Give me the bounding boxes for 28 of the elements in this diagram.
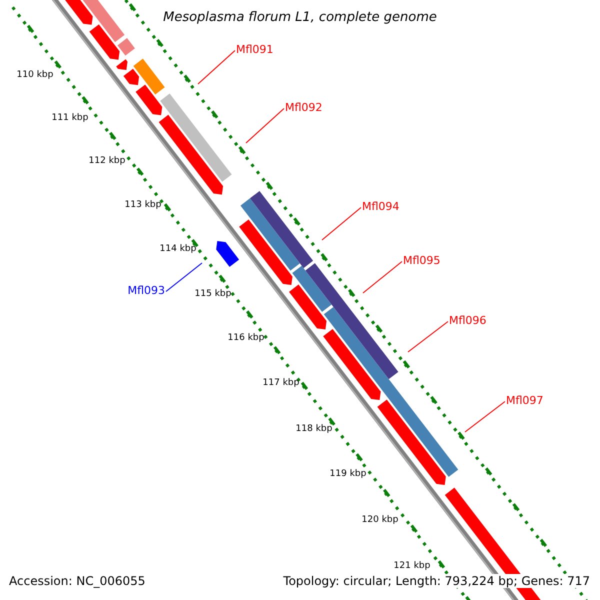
tick-label: 110 kbp <box>16 70 54 80</box>
gene-label: Mfl094 <box>362 200 400 213</box>
gene-label: Mfl095 <box>403 254 440 267</box>
leader-line <box>322 207 362 240</box>
genome-stats: Topology: circular; Length: 793,224 bp; Genes: 717 <box>283 574 590 588</box>
gene-label: Mfl091 <box>236 43 274 56</box>
gene-label: Mfl097 <box>506 394 544 407</box>
gene-label: Mfl093 <box>128 284 165 297</box>
leader-line <box>408 321 448 352</box>
tick-label: 113 kbp <box>124 200 162 210</box>
gene-label: Mfl096 <box>449 314 486 327</box>
tick-label: 119 kbp <box>330 469 366 479</box>
tick-label: 121 kbp <box>394 561 430 571</box>
leader-line <box>198 50 236 84</box>
tick-label: 114 kbp <box>160 244 196 254</box>
tick-label: 117 kbp <box>262 378 300 388</box>
leader-line <box>362 261 402 294</box>
accession-text: Accession: NC_006055 <box>9 574 146 588</box>
tick-label: 112 kbp <box>88 156 126 166</box>
leader-line <box>166 262 202 292</box>
tick-label: 118 kbp <box>296 424 332 434</box>
tick-label: 115 kbp <box>194 289 232 299</box>
gene-label: Mfl092 <box>285 101 322 114</box>
tick-label: 120 kbp <box>362 515 398 525</box>
tick-label: 116 kbp <box>228 333 264 343</box>
leader-line <box>464 401 506 432</box>
tick-label: 111 kbp <box>52 113 88 123</box>
leader-line <box>246 108 284 144</box>
